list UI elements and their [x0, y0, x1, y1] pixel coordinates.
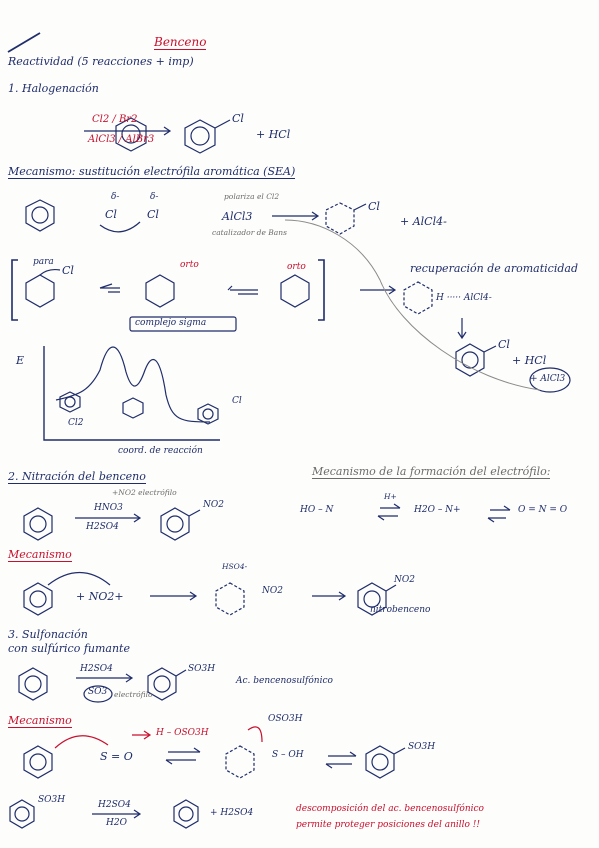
sulfonation-heading: 3. Sulfonación	[8, 628, 88, 641]
benzene-ring	[115, 117, 147, 152]
proton-label: H+	[384, 492, 397, 501]
nitration-product-no2: NO2	[203, 500, 224, 510]
catalyst-note-bottom: catalizador de Bans	[212, 228, 287, 237]
sulfonation-mechanism-heading: Mecanismo	[8, 714, 72, 728]
desulfonation-note-line1: descomposición del ac. bencenosulfónico	[296, 804, 484, 814]
reactivity-heading: Reactividad (5 reacciones + imp)	[8, 55, 194, 68]
protonated-nitric-acid: H2O – N+	[414, 505, 461, 515]
final-alcl3: + AlCl3	[530, 374, 566, 384]
halogenation-product-substituent: Cl	[232, 112, 244, 125]
final-product-cl: Cl	[498, 338, 510, 351]
so3-electrophile: electrófilo	[114, 690, 153, 699]
reaction-coordinate-label: coord. de reacción	[118, 446, 203, 456]
recuperacion-aromaticidad: recuperación de aromaticidad	[410, 262, 578, 275]
reverse-reagent-top: H2SO4	[98, 800, 131, 810]
catalyst-alcl3: AlCl3	[222, 210, 253, 223]
h-alcl4-interaction: H ····· AlCl4-	[436, 293, 492, 303]
wheland-no2: NO2	[262, 586, 283, 596]
oso3h-leaving: OSO3H	[268, 714, 303, 724]
reverse-start-so3h: SO3H	[38, 795, 66, 805]
sulfonation-reagent-bottom: SO3	[88, 687, 108, 697]
para-label: para	[33, 257, 54, 267]
sigma-product-cl: Cl	[368, 200, 380, 213]
sulfonation-subheading: con sulfúrico fumante	[8, 642, 130, 655]
page-title: Benceno	[154, 35, 207, 50]
resonance-cl: Cl	[62, 264, 74, 277]
energy-start-label: Cl2	[68, 418, 84, 428]
nitration-heading: 2. Nitración del benceno	[8, 470, 146, 484]
delta-1: δ-	[111, 192, 120, 202]
nitrobenzene-label: nitrobenceno	[370, 605, 431, 615]
sulfonic-acid-substituent: SO3H	[188, 664, 216, 674]
sulfonate-oh: S – OH	[272, 750, 304, 760]
nitronium-ion: O = N = O	[518, 505, 568, 515]
nitrobenzene-no2: NO2	[394, 575, 415, 585]
benzenesulfonic-acid-label: Ac. bencenosulfónico	[236, 676, 333, 686]
sulfur-trioxide: S = O	[100, 750, 133, 763]
chlorine-1: Cl	[105, 208, 117, 221]
chlorine-2: Cl	[147, 208, 159, 221]
orto-label-1: orto	[180, 260, 199, 270]
nitronium-note: +NO2 electrófilo	[112, 488, 177, 497]
sulfuric-acid-proton: H – OSO3H	[156, 728, 209, 738]
nitric-acid: HO – N	[300, 505, 334, 515]
halogenation-reagents-bottom: AlCl3 / AlBr3	[88, 134, 155, 145]
energy-product-cl: Cl	[232, 396, 242, 406]
catalyst-note-top: polariza el Cl2	[224, 192, 280, 201]
halogenation-heading: 1. Halogenación	[8, 82, 99, 95]
delta-2: δ-	[150, 192, 159, 202]
reverse-h2so4: + H2SO4	[210, 808, 254, 818]
nitration-reagent-top: HNO3	[94, 503, 123, 513]
halogenation-reagents-top: Cl2 / Br2	[92, 114, 138, 125]
nitration-mechanism-heading: Mecanismo	[8, 548, 72, 562]
mechanism-sea-heading: Mecanismo: sustitución electrófila aromá…	[8, 165, 296, 179]
orto-label-2: orto	[287, 262, 306, 272]
sulfonation-reagent-top: H2SO4	[80, 664, 113, 674]
complejo-sigma-label: complejo sigma	[135, 318, 207, 328]
reverse-reagent-bottom: H2O	[106, 818, 127, 828]
alcl4-anion: + AlCl4-	[400, 215, 447, 228]
final-hcl: + HCl	[512, 354, 547, 367]
electrophile-formation-heading: Mecanismo de la formación del electrófil…	[312, 465, 551, 479]
hso4-label: HSO4-	[222, 562, 248, 571]
nitration-reagent-bottom: H2SO4	[86, 522, 119, 532]
plus-nitronium: + NO2+	[76, 590, 124, 603]
sulfonic-product-substituent: SO3H	[408, 742, 436, 752]
desulfonation-note-line2: permite proteger posiciones del anillo !…	[296, 820, 481, 830]
energy-axis-label: E	[16, 354, 25, 367]
halogenation-hcl: + HCl	[256, 128, 291, 141]
